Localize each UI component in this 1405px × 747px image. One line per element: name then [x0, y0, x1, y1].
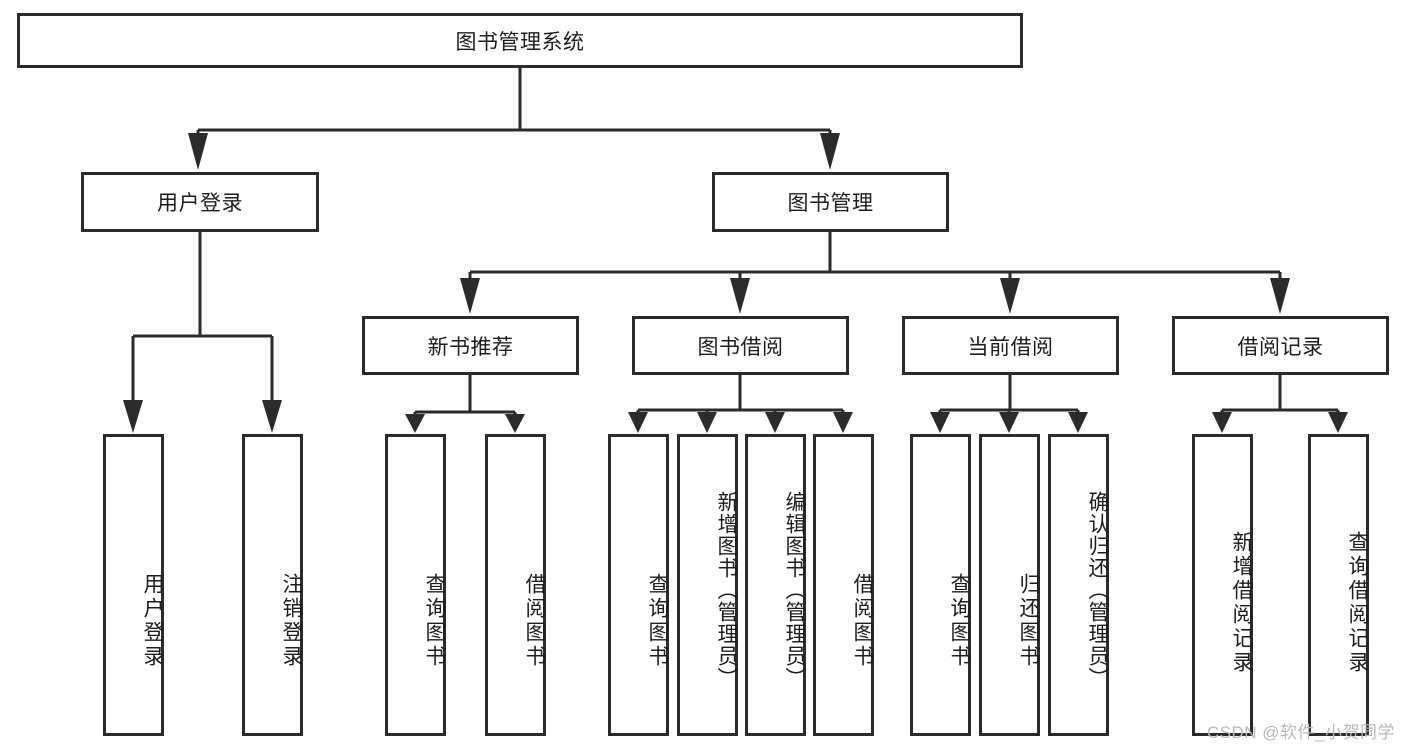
arrow-head-borrow-record: [1270, 278, 1290, 314]
arrow-head-user-login-leaf-1: [123, 400, 143, 433]
arrow-head-current-borrow-leaf-3: [1068, 412, 1088, 433]
arrow-head-new-book-recommend: [460, 278, 480, 314]
node-box-leaf-user-login[interactable]: [103, 434, 164, 736]
node-box-borrow-record[interactable]: [1172, 316, 1389, 375]
arrow-head-current-borrow: [1000, 278, 1020, 314]
node-box-leaf-borrow-book-1[interactable]: [485, 434, 546, 736]
arrow-head-book-borrow: [730, 278, 750, 314]
arrow-head-book-borrow-leaf-4: [833, 412, 853, 433]
arrow-head-borrow-record-leaf-2: [1328, 412, 1348, 433]
node-box-leaf-add-book[interactable]: [677, 434, 738, 736]
node-box-leaf-return-book[interactable]: [979, 434, 1040, 736]
arrow-head-book-borrow-leaf-3: [765, 412, 785, 433]
node-box-leaf-query-record[interactable]: [1308, 434, 1369, 736]
node-box-leaf-query-book-2[interactable]: [608, 434, 669, 736]
arrow-head-current-borrow-leaf-1: [930, 412, 950, 433]
arrow-head-new-book-leaf-2: [505, 414, 525, 433]
node-box-leaf-borrow-book-2[interactable]: [813, 434, 874, 736]
node-box-leaf-add-record[interactable]: [1192, 434, 1253, 736]
arrow-head-borrow-record-leaf-1: [1212, 412, 1232, 433]
arrow-head-book-borrow-leaf-2: [697, 412, 717, 433]
arrow-head-current-borrow-leaf-2: [999, 412, 1019, 433]
node-box-leaf-query-book-1[interactable]: [385, 434, 446, 736]
node-box-current-borrow[interactable]: [902, 316, 1119, 375]
node-box-leaf-query-book-3[interactable]: [910, 434, 971, 736]
node-box-leaf-confirm-return[interactable]: [1048, 434, 1109, 736]
node-box-book-borrow[interactable]: [632, 316, 849, 375]
node-box-new-book-recommend[interactable]: [362, 316, 579, 375]
arrow-head-user-login: [188, 133, 208, 170]
node-box-user-login[interactable]: [81, 172, 319, 232]
arrow-head-book-borrow-leaf-1: [628, 412, 648, 433]
node-box-book-manage[interactable]: [712, 172, 949, 232]
arrow-head-user-login-leaf-2: [262, 400, 282, 433]
node-box-root[interactable]: [17, 13, 1023, 68]
arrow-head-book-manage: [820, 133, 840, 170]
arrow-head-new-book-leaf-1: [405, 414, 425, 433]
node-box-leaf-logout[interactable]: [242, 434, 303, 736]
watermark-text: CSDN @软件_小贺同学: [1206, 723, 1395, 742]
node-box-leaf-edit-book[interactable]: [745, 434, 806, 736]
